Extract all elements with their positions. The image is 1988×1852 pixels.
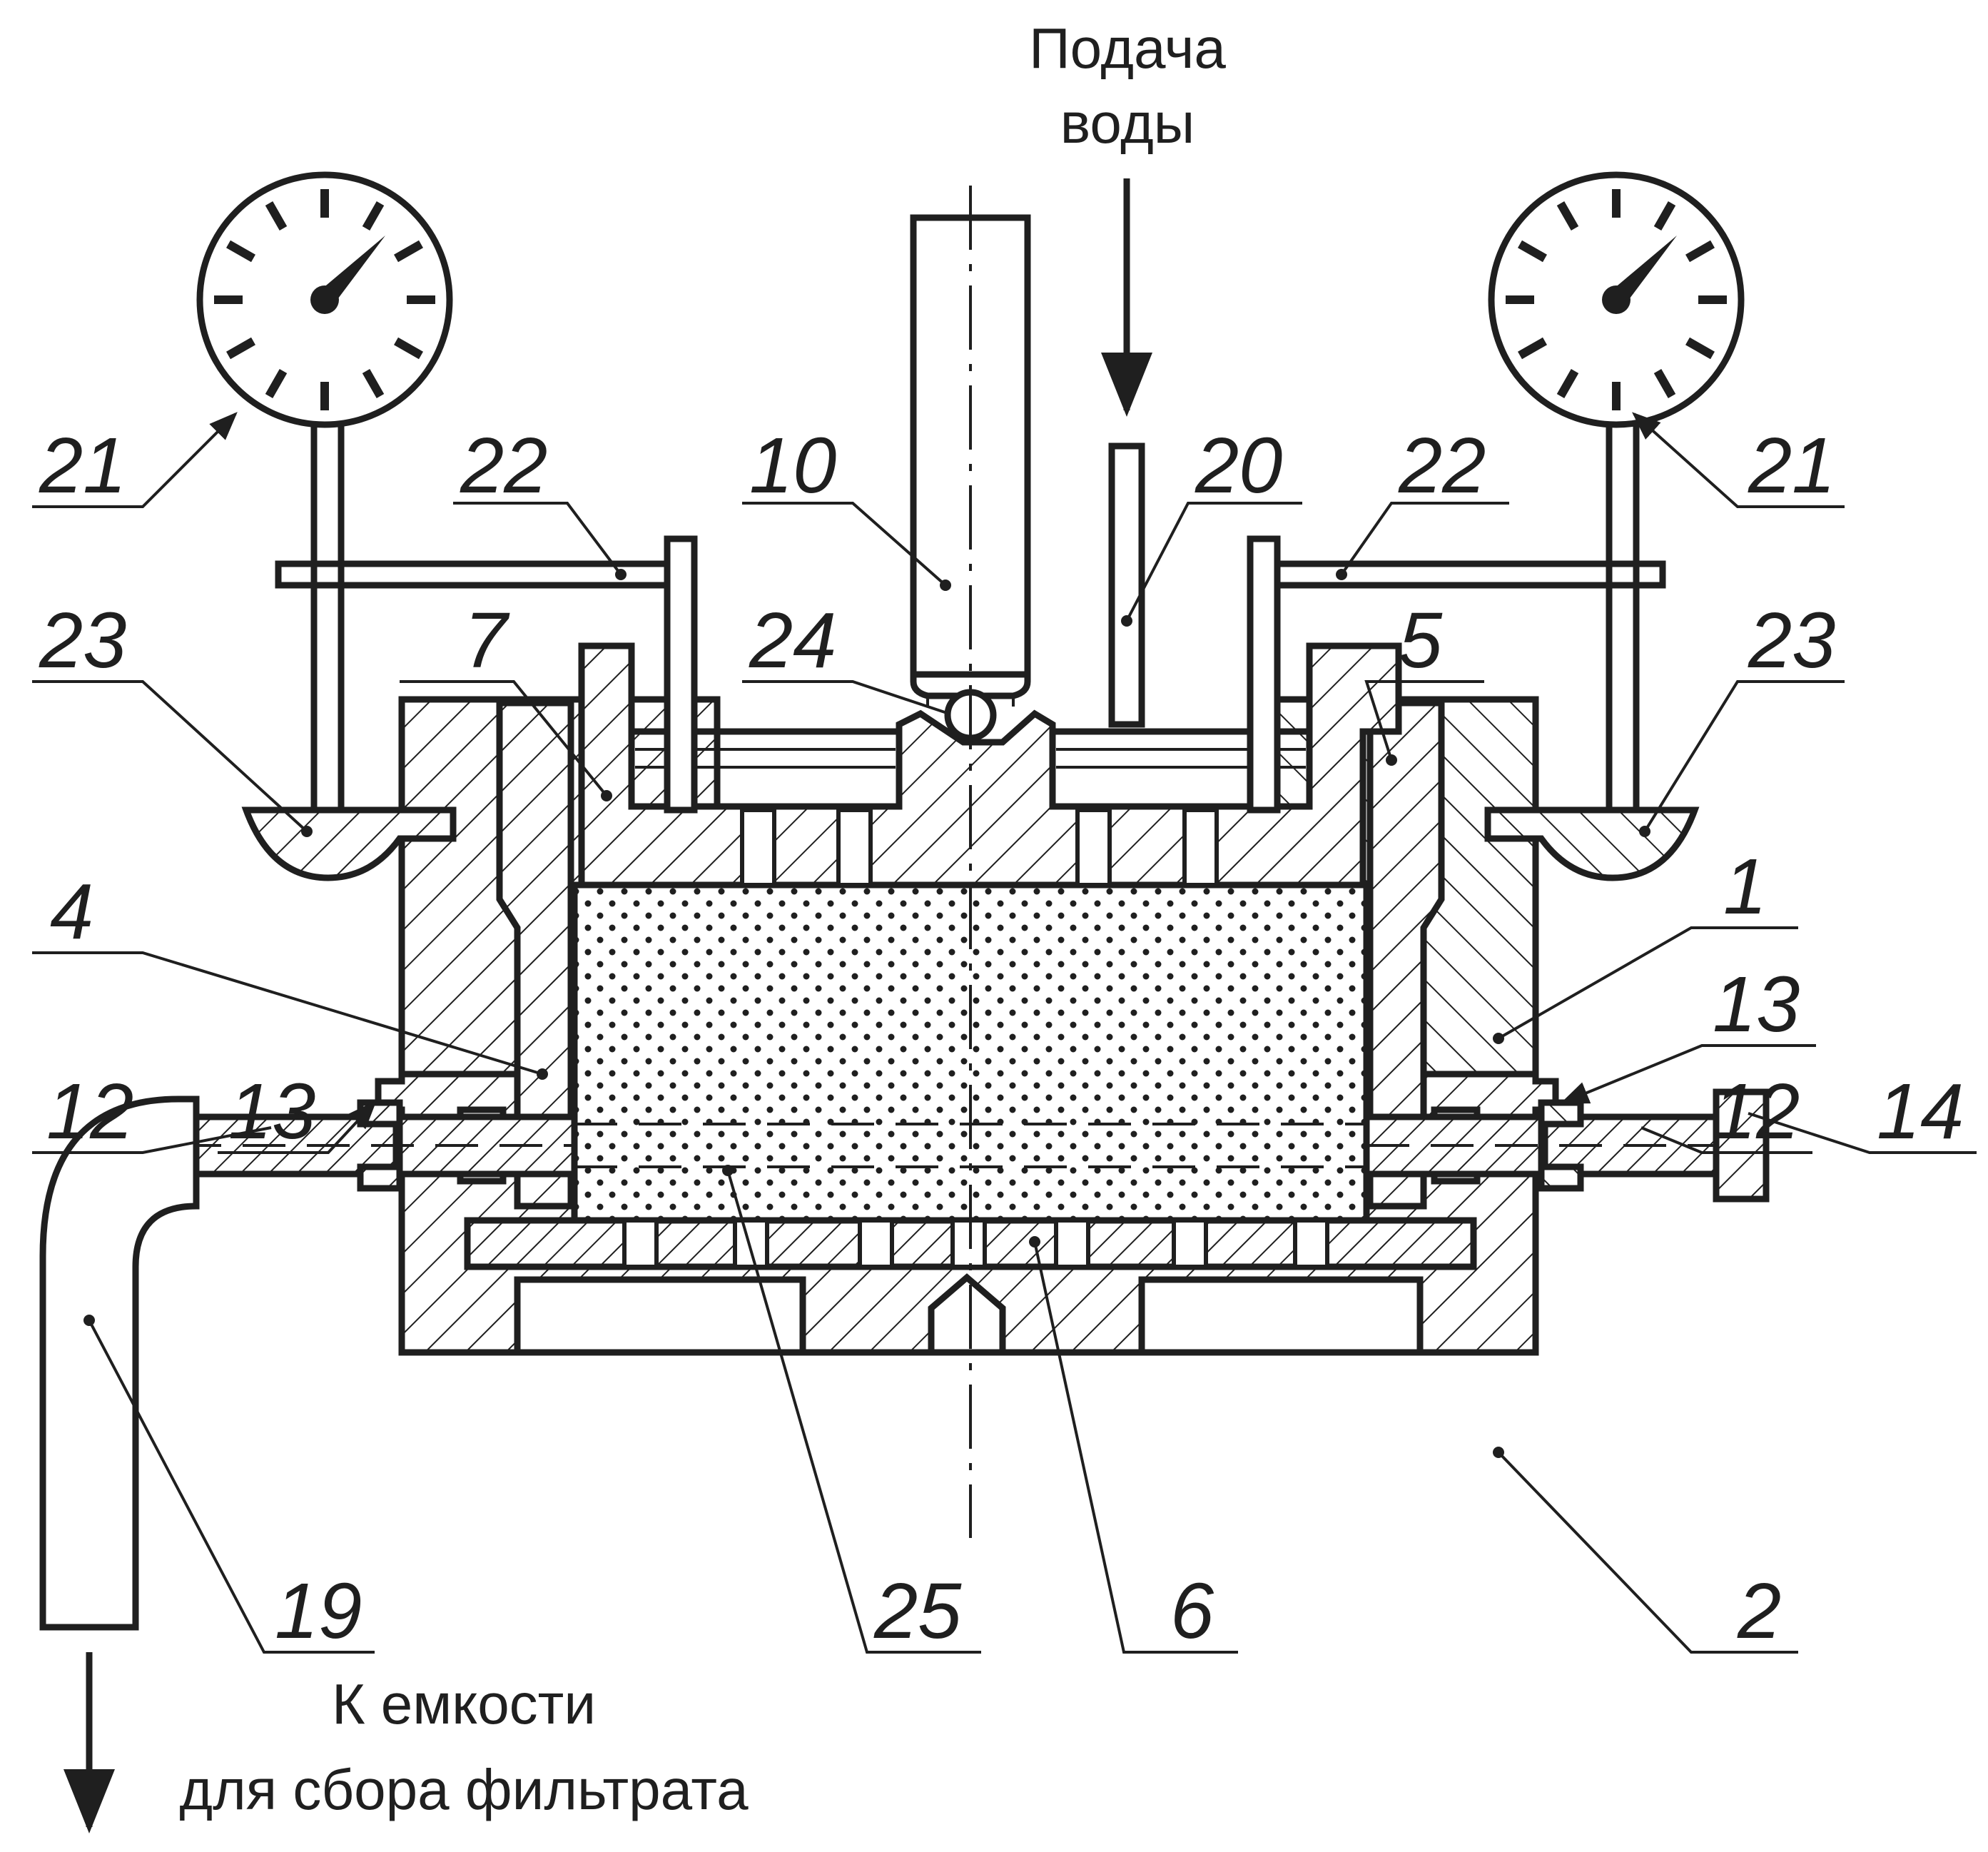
label-body: 1: [1723, 843, 1767, 931]
plug-cap: [1713, 1088, 1770, 1203]
caption-water-supply-1: Подача: [1029, 16, 1226, 80]
label-sleeve-right: 5: [1399, 597, 1443, 684]
sleeve-right: [1366, 699, 1445, 1210]
label-pipe-left: 12: [46, 1068, 133, 1155]
label-rod: 10: [749, 422, 836, 510]
drain-elbow: [39, 1095, 200, 1631]
label-piston: 7: [464, 597, 510, 684]
label-mount-left: 23: [39, 597, 126, 684]
label-sleeve-left: 4: [50, 868, 93, 956]
label-valve-right: 22: [1398, 422, 1486, 510]
label-pipe-right: 12: [1713, 1068, 1800, 1155]
label-gauge-right: 21: [1748, 422, 1835, 510]
mount-left: [241, 806, 457, 881]
label-sample: 25: [873, 1567, 962, 1655]
sleeve-left: [496, 699, 574, 1210]
gauge-right: [1488, 171, 1745, 828]
caption-filtrate-2: для сбора фильтрата: [179, 1758, 749, 1821]
label-grid: 6: [1170, 1567, 1214, 1655]
label-elbow: 19: [275, 1567, 362, 1655]
pipe-right-22: [1247, 535, 1666, 814]
caption-water-supply-2: воды: [1060, 91, 1195, 155]
leader-lines: [32, 412, 1977, 1654]
label-mount-right: 23: [1748, 597, 1835, 684]
label-gauge-left: 21: [39, 422, 126, 510]
nut-right: [1538, 1099, 1584, 1192]
label-ball: 24: [749, 597, 836, 684]
label-nut-left: 13: [228, 1068, 315, 1155]
caption-filtrate-1: К емкости: [332, 1672, 596, 1736]
piston-part: [578, 642, 1402, 889]
pipe-left-22: [275, 535, 698, 814]
label-nut-right: 13: [1713, 961, 1800, 1048]
label-base: 2: [1737, 1567, 1781, 1655]
water-supply-tube: [1108, 442, 1145, 728]
label-plug: 14: [1877, 1068, 1964, 1155]
label-tube: 20: [1195, 422, 1282, 510]
label-valve-left: 22: [460, 422, 547, 510]
gauge-left: [196, 171, 453, 828]
